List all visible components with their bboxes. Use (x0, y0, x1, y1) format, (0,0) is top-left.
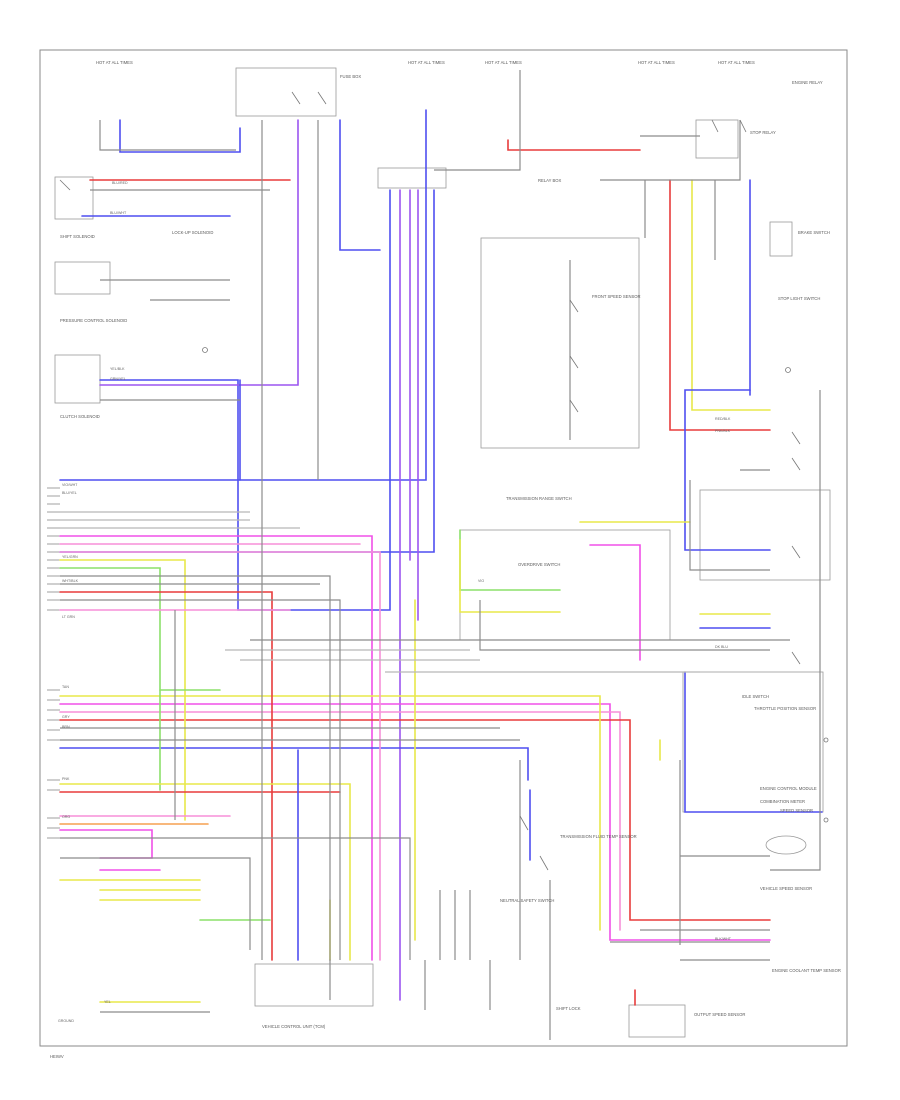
label-vss: VEHICLE SPEED SENSOR (760, 886, 812, 891)
wire-tag-7: VIO/WHT (62, 483, 78, 487)
wire-blue-37 (684, 671, 823, 813)
wire-tag-2: BLU/WHT (110, 211, 127, 215)
wire-magenta-17 (59, 535, 373, 961)
wire-harness (59, 109, 823, 1006)
wire-yellow-29 (59, 783, 351, 961)
wire-tag-16: TAN (62, 685, 69, 689)
label-front-speed: FRONT SPEED SENSOR (592, 294, 641, 299)
wire-blue-11 (339, 119, 381, 251)
solenoid-box-3 (54, 354, 101, 404)
label-top-5: HOT AT ALL TIMES (718, 60, 755, 65)
wire-tag-1: BLU/RED (112, 181, 128, 185)
label-meter: COMBINATION METER (760, 799, 805, 804)
wire-tag-18: YEL (104, 1000, 111, 1004)
wire-magenta-19 (59, 703, 771, 941)
wire-blue-2 (59, 109, 427, 481)
solenoid-box-2 (54, 261, 111, 295)
footer-left: HEIWV (50, 1054, 64, 1059)
speed-sensor-coil (765, 835, 807, 855)
wire-tag-15: DK BLU (715, 645, 728, 649)
label-engine-relay: ENGINE RELAY (792, 80, 823, 85)
wire-tag-9: YEL/GRN (62, 555, 78, 559)
label-top-2: HOT AT ALL TIMES (408, 60, 445, 65)
label-od-switch: OVERDRIVE SWITCH (518, 562, 560, 567)
wire-red-21 (59, 719, 771, 921)
label-fluid-temp: TRANSMISSION FLUID TEMP SENSOR (560, 834, 637, 839)
label-pressure-solenoid: PRESSURE CONTROL SOLENOID (60, 318, 127, 323)
wire-tag-13: ORG (62, 815, 70, 819)
label-nss: NEUTRAL SAFETY SWITCH (500, 898, 554, 903)
wire-violet-9 (99, 119, 299, 386)
label-idle-switch: IDLE SWITCH (742, 694, 769, 699)
shift-solenoid-box (54, 176, 94, 220)
wire-tag-12: BRN (62, 725, 70, 729)
wire-tag-17: PNK (62, 777, 70, 781)
diagram-frame (39, 49, 848, 1047)
wire-pink-55 (59, 551, 381, 961)
wire-magenta-36 (589, 544, 641, 661)
wire-blue-15 (684, 179, 771, 551)
label-throttle: THROTTLE POSITION SENSOR (754, 706, 816, 711)
wire-green-33 (459, 529, 561, 591)
wire-red-12 (507, 139, 641, 151)
switch-group-box (699, 489, 831, 581)
wire-tag-10: WHT/BLK (62, 579, 79, 583)
tcm-box (254, 963, 374, 1007)
output-speed-box (628, 1004, 686, 1038)
components (59, 91, 829, 871)
wire-magenta-31 (59, 829, 153, 859)
label-shift-lock: SHIFT LOCK (556, 1006, 581, 1011)
neutral-wires (60, 70, 821, 1040)
label-ecm: ENGINE CONTROL MODULE (760, 786, 817, 791)
label-stop-relay: STOP RELAY (750, 130, 776, 135)
label-relay-box: RELAY BOX (538, 178, 562, 183)
label-top-3: HOT AT ALL TIMES (485, 60, 522, 65)
label-tcm: VEHICLE CONTROL UNIT (TCM) (262, 1024, 326, 1029)
connector-block (377, 167, 447, 189)
label-top-4: HOT AT ALL TIMES (638, 60, 675, 65)
label-fuse-box: FUSE BOX (340, 74, 361, 79)
wire-yellow-24 (59, 559, 186, 821)
wire-blue-23 (59, 747, 529, 781)
left-terminal-stubs (47, 487, 60, 839)
label-clutch-solenoid: CLUTCH SOLENOID (60, 414, 100, 419)
label-output-speed: OUTPUT SPEED SENSOR (694, 1012, 745, 1017)
wire-tag-19: VIO (478, 579, 484, 583)
stop-relay-box (695, 119, 739, 159)
label-ect: ENGINE COOLANT TEMP SENSOR (772, 968, 841, 973)
wire-yellow-14 (691, 179, 771, 411)
brake-switch-box (769, 221, 793, 257)
wire-red-13 (669, 179, 771, 431)
label-shift-solenoid: SHIFT SOLENOID (60, 234, 95, 239)
wire-yellow-34 (459, 539, 561, 613)
label-range-switch: TRANSMISSION RANGE SWITCH (506, 496, 572, 501)
wire-blue-1 (119, 119, 241, 153)
wire-tag-6: PNK/BLK (715, 429, 731, 433)
label-lockup-solenoid: LOCK-UP SOLENOID (172, 230, 213, 235)
label-brake-switch: BRAKE SWITCH (798, 230, 830, 235)
wire-tag-14: LT GRN (62, 615, 75, 619)
wire-tag-8: BLU/YEL (62, 491, 77, 495)
tcm-upper-box (480, 237, 640, 449)
labels: HOT AT ALL TIMES HOT AT ALL TIMES HOT AT… (50, 60, 841, 1059)
wire-pink-20 (59, 711, 621, 931)
relay-box (235, 67, 337, 117)
label-speed-sensor: SPEED SENSOR (780, 808, 813, 813)
wire-tag-5: RED/BLK (715, 417, 731, 421)
ecm-box (682, 671, 824, 813)
top-section (54, 67, 831, 1038)
wire-tag-3: YEL/BLK (110, 367, 125, 371)
wire-tag-4: GRN/YEL (110, 377, 126, 381)
wire-tag-20: BLK/WHT (715, 937, 732, 941)
wire-red-26 (59, 591, 273, 961)
label-stop-light: STOP LIGHT SWITCH (778, 296, 820, 301)
wire-blue-3 (59, 189, 435, 553)
wire-green-25 (59, 567, 161, 791)
range-switch-box (459, 529, 671, 641)
label-top-1: HOT AT ALL TIMES (96, 60, 133, 65)
wire-tag-11: GRY (62, 715, 70, 719)
ground-label: GROUND (58, 1019, 74, 1023)
wire-yellow-22 (59, 695, 601, 931)
